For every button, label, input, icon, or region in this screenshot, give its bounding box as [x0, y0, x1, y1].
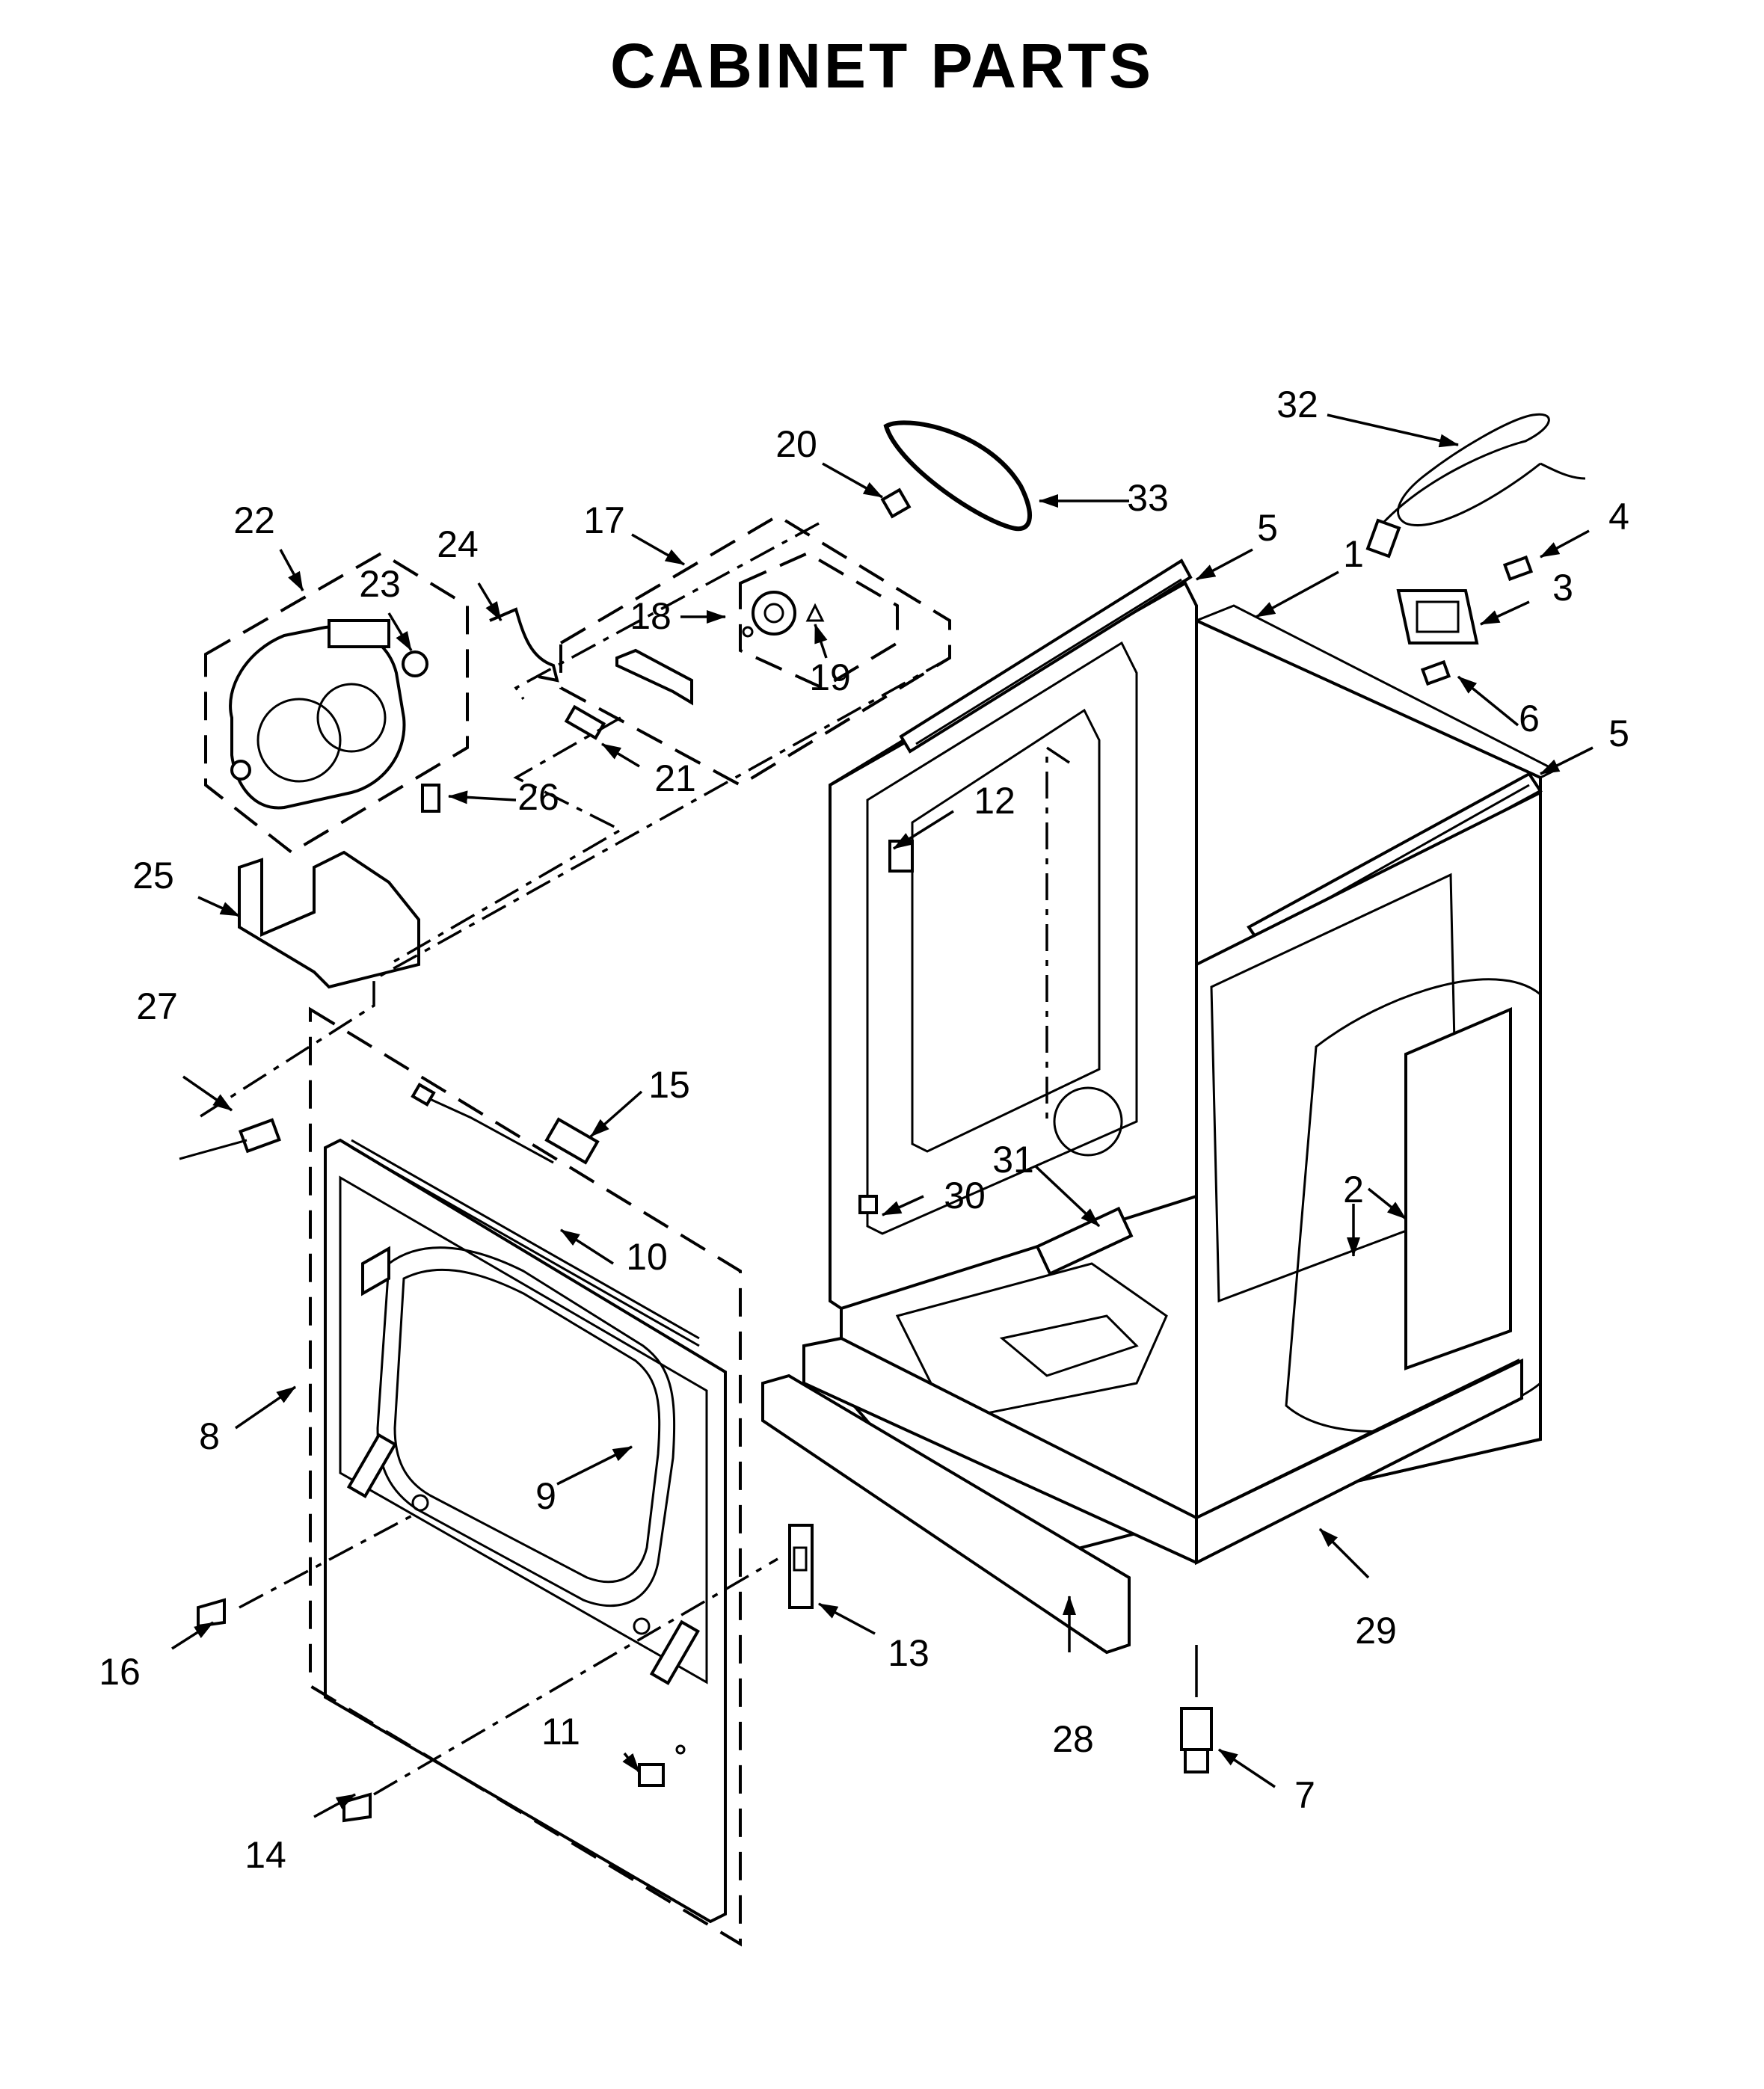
callout-8: 8 — [199, 1415, 220, 1457]
callout-6: 6 — [1519, 698, 1540, 739]
callout-27: 27 — [136, 985, 178, 1027]
wire-harness — [411, 1082, 600, 1165]
callout-16: 16 — [99, 1651, 141, 1693]
idler-pulley — [752, 591, 796, 636]
lint-duct — [1035, 1206, 1134, 1276]
idler-centerline — [514, 522, 820, 700]
door-outline — [309, 1006, 742, 1947]
door-strike — [361, 1246, 390, 1296]
base-assembly — [761, 1336, 1524, 1655]
callout-25: 25 — [132, 855, 174, 896]
door-hinge-upper — [346, 1433, 397, 1498]
callout-3: 3 — [1552, 567, 1573, 609]
motor-mount-parts — [179, 607, 559, 1160]
callout-23: 23 — [359, 563, 401, 605]
callout-7: 7 — [1294, 1774, 1315, 1816]
callout-31: 31 — [992, 1139, 1034, 1181]
screws — [197, 487, 1534, 1823]
callout-10: 10 — [626, 1236, 668, 1278]
page-title: CABINET PARTS — [609, 31, 1155, 101]
spring-centerline — [388, 716, 624, 966]
idler-outline — [559, 514, 951, 787]
door-hinge-lower — [649, 1619, 700, 1685]
motor-screw — [421, 784, 440, 813]
drive-motor — [229, 619, 428, 810]
callout-14: 14 — [245, 1834, 286, 1876]
toe-kick — [761, 1373, 1131, 1655]
leveling-leg — [1180, 1707, 1213, 1773]
motor-clip — [489, 607, 559, 683]
callout-32: 32 — [1276, 384, 1318, 425]
callout-5a: 5 — [1257, 507, 1278, 549]
callout-13: 13 — [888, 1632, 929, 1674]
callout-24: 24 — [437, 523, 479, 565]
panel-clip — [888, 840, 914, 873]
idler-assembly — [564, 591, 825, 740]
badge — [638, 1763, 665, 1787]
callout-11: 11 — [541, 1711, 580, 1753]
callout-28: 28 — [1052, 1718, 1094, 1760]
thermal-fuse — [238, 1118, 281, 1154]
callout-26: 26 — [517, 776, 559, 818]
callout-29: 29 — [1355, 1610, 1397, 1652]
pulley-outline — [739, 551, 899, 690]
callout-5b: 5 — [1608, 713, 1629, 754]
callout-18: 18 — [630, 595, 672, 637]
cabinet-centerline — [1045, 745, 1070, 1122]
idler-bracket — [615, 648, 693, 706]
callout-19: 19 — [809, 656, 851, 698]
callout-2: 2 — [1343, 1169, 1364, 1210]
callout-30: 30 — [944, 1175, 986, 1216]
callout-17: 17 — [583, 499, 625, 541]
callout-20: 20 — [775, 423, 817, 465]
top-rail-left — [899, 559, 1193, 754]
callout-15: 15 — [648, 1064, 690, 1106]
callout-22: 22 — [233, 499, 275, 541]
power-cord — [1365, 413, 1586, 644]
insulation-panel — [1404, 1006, 1512, 1370]
motor-mount — [238, 850, 420, 989]
motor-pulley — [402, 650, 428, 677]
door-switch — [788, 1524, 814, 1609]
drive-belt — [883, 420, 1032, 532]
door-window — [376, 1246, 676, 1607]
callout-21: 21 — [654, 757, 696, 799]
callout-9: 9 — [535, 1475, 556, 1517]
callout-4: 4 — [1608, 496, 1629, 538]
callout-33: 33 — [1127, 477, 1169, 519]
motor-outline — [204, 551, 469, 855]
motor-centerline — [197, 656, 950, 1119]
terminal-block — [1396, 589, 1479, 644]
callout-labels: 1 2 3 4 5 5 6 7 8 9 10 11 12 13 14 15 16… — [99, 384, 1629, 1876]
leader-lines — [171, 413, 1594, 1818]
idler-spring — [564, 704, 606, 740]
callout-1: 1 — [1343, 533, 1364, 575]
callout-12: 12 — [974, 780, 1015, 822]
door-assembly — [324, 1138, 727, 1924]
